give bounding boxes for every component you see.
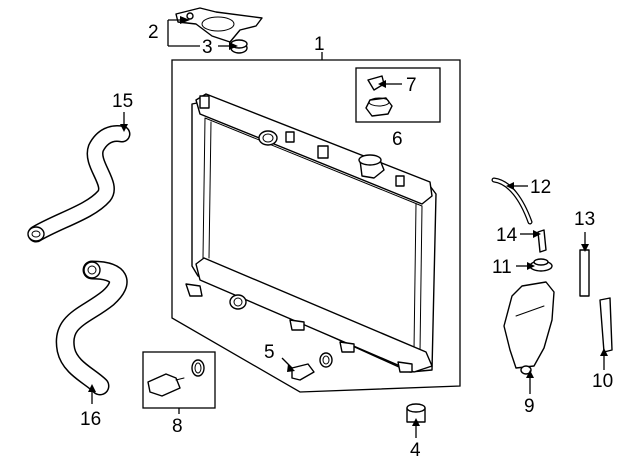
callout-15: 15 (112, 91, 133, 112)
radiator-core (185, 93, 437, 373)
sensor-o-ring (191, 359, 205, 377)
arrowheads (88, 16, 608, 426)
callout-3: 3 (202, 37, 213, 58)
reservoir-cap (529, 258, 553, 272)
callout-labels: 1 2 3 4 5 6 7 8 9 10 11 12 13 14 15 16 (80, 22, 613, 461)
callout-5: 5 (264, 342, 275, 363)
callout-9: 9 (524, 396, 535, 417)
callout-11: 11 (492, 257, 512, 278)
drain-plug (291, 363, 315, 381)
reservoir-hose (537, 229, 547, 253)
lower-hose (55, 260, 128, 396)
cap-inset-box (355, 67, 441, 123)
overflow-tube (491, 177, 533, 225)
radiator-cap (365, 97, 393, 117)
upper-bracket (175, 7, 263, 43)
callout-8: 8 (172, 416, 183, 437)
upper-hose (27, 125, 131, 243)
callout-2: 2 (148, 22, 159, 43)
callout-1: 1 (314, 34, 325, 55)
callout-4: 4 (410, 440, 421, 461)
temperature-sensor (147, 373, 185, 397)
callout-6: 6 (392, 129, 403, 150)
vertical-tube (579, 249, 590, 297)
radiator-assembly-box (171, 52, 461, 393)
cap (406, 403, 426, 423)
mounting-clip (599, 297, 613, 353)
leader-lines (91, 19, 605, 438)
coolant-reservoir (503, 281, 555, 375)
callout-7: 7 (406, 75, 417, 96)
drain-o-ring (319, 352, 333, 368)
callout-12: 12 (530, 177, 551, 198)
callout-13: 13 (574, 209, 595, 230)
callout-14: 14 (496, 225, 518, 246)
callout-16: 16 (80, 409, 101, 430)
callout-10: 10 (592, 371, 613, 392)
